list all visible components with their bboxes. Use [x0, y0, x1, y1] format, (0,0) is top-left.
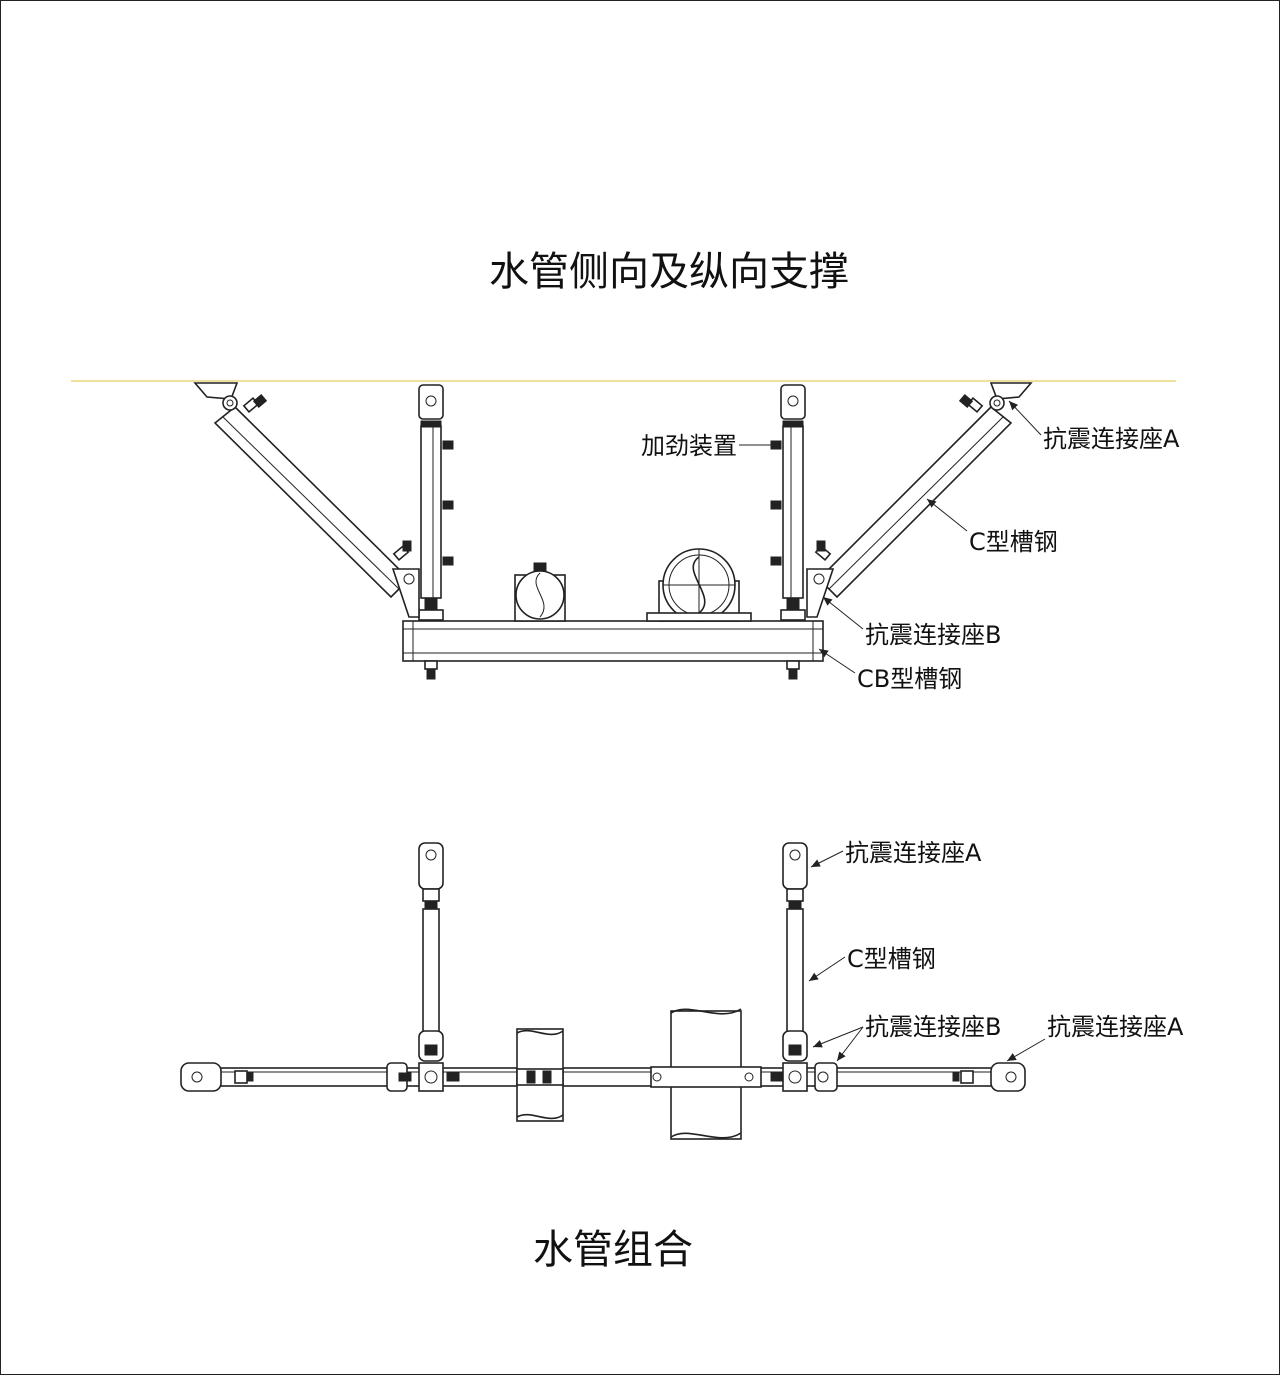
- cb-channel-beam: [402, 620, 824, 680]
- label-stiffener: 加劲装置: [641, 432, 737, 460]
- bottom-left-vertical: [418, 842, 444, 1062]
- label-bottom-c-channel: C型槽钢: [847, 945, 936, 973]
- right-vertical-hanger: [770, 384, 806, 621]
- right-diagonal-brace: [814, 382, 1033, 599]
- leader-cb-channel: [818, 648, 856, 674]
- bottom-left-seat-a: [180, 1062, 254, 1092]
- bottom-large-pipe: [650, 1008, 762, 1140]
- left-diagonal-brace: [193, 382, 412, 599]
- bottom-right-vertical: [782, 842, 808, 1062]
- bottom-small-pipe: [516, 1028, 564, 1122]
- label-seat-b: 抗震连接座B: [865, 621, 1001, 649]
- bottom-left-junction: [386, 1062, 460, 1092]
- bottom-assembly: [180, 842, 1026, 1140]
- leader-bottom-seat-b-2: [836, 1026, 864, 1062]
- leader-seat-a: [1008, 400, 1042, 436]
- top-view-title: 水管侧向及纵向支撑: [489, 249, 849, 295]
- leader-bottom-seat-b-1: [812, 1026, 864, 1048]
- bottom-right-junction: [770, 1062, 838, 1092]
- leader-bottom-c-channel: [808, 956, 846, 982]
- label-bottom-seat-b: 抗震连接座B: [865, 1013, 1001, 1041]
- leader-seat-b: [822, 596, 864, 630]
- leader-bottom-seat-a-upper: [810, 850, 844, 868]
- left-seat-b: [391, 568, 420, 618]
- top-support-assembly: [193, 382, 1033, 680]
- right-seat-b: [806, 568, 835, 618]
- bottom-right-seat-a: [952, 1062, 1026, 1092]
- leader-bottom-seat-a-right: [1006, 1038, 1046, 1062]
- large-pipe-clamp: [646, 548, 752, 622]
- label-bottom-seat-a-upper: 抗震连接座A: [845, 839, 982, 867]
- bottom-view-title: 水管组合: [533, 1227, 693, 1273]
- label-cb-channel: CB型槽钢: [857, 665, 962, 693]
- label-bottom-seat-a-right: 抗震连接座A: [1047, 1013, 1184, 1041]
- left-vertical-hanger: [418, 384, 454, 621]
- small-pipe-clamp: [514, 562, 566, 622]
- leader-c-channel: [926, 498, 968, 532]
- label-c-channel: C型槽钢: [969, 528, 1058, 556]
- label-seat-a: 抗震连接座A: [1043, 425, 1180, 453]
- horizontal-c-channel: [200, 1067, 1012, 1087]
